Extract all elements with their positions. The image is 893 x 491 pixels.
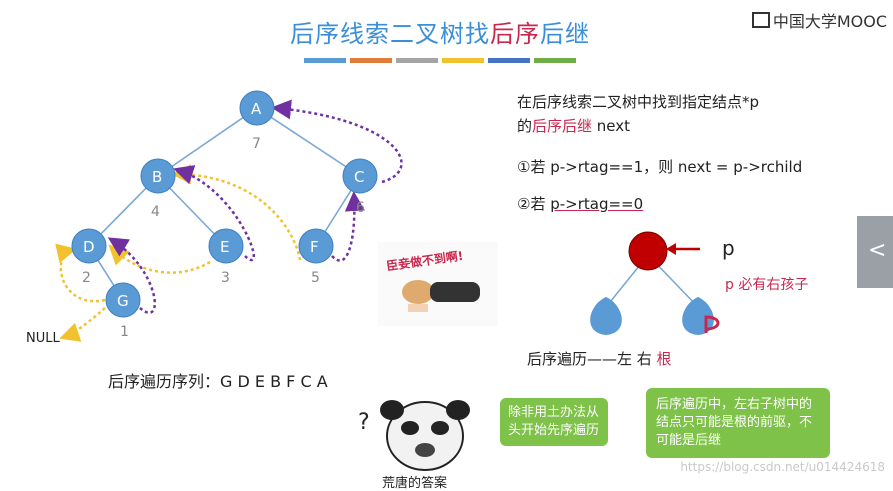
mooc-logo: 中国大学MOOC (751, 8, 887, 32)
sticker-hand (408, 304, 428, 312)
thread-c-a (271, 99, 403, 184)
title-highlight: 后序 (490, 20, 540, 48)
threaded-tree-diagram: A B C D E F G 7 4 6 2 3 5 1 NULL (26, 90, 403, 346)
panda-caption: 荒唐的答案 (382, 476, 448, 491)
panda-head (386, 401, 464, 471)
must-have-right-child: p 必有右孩子 (725, 277, 809, 293)
node-b-label: B (152, 168, 162, 186)
pointer-arrow-head (666, 243, 676, 255)
watermark: https://blog.csdn.net/u014424618 (680, 460, 885, 474)
sticker-hair (402, 280, 434, 304)
description-line2: 的后序后继 next (517, 117, 631, 135)
mooc-logo-icon (751, 12, 770, 28)
stripe-5 (488, 58, 530, 63)
thread-g-pred (59, 307, 106, 342)
page-title: 后序线索二叉树找后序后继 (290, 20, 590, 48)
node-c-index: 6 (356, 200, 365, 216)
stripe-3 (396, 58, 438, 63)
stripe-1 (304, 58, 346, 63)
pred-threads (55, 164, 302, 342)
handwritten-p-mark (704, 315, 720, 333)
left-subtree (590, 297, 622, 335)
thread-e-b (173, 165, 255, 262)
panda-mouth (415, 443, 435, 457)
node-c (342, 158, 378, 194)
case-2-condition: p->rtag==0 (550, 195, 644, 213)
speech-bubble-right: 后序遍历中，左右子树中的结点只可能是根的前驱，不可能是后继 (646, 388, 830, 458)
postorder-rule-root: 根 (656, 350, 672, 368)
description: 在后序线索二叉树中找到指定结点*p 的后序后继 next (517, 90, 759, 138)
succ-threads (107, 99, 403, 314)
edge-a-b (157, 107, 258, 177)
node-f-index: 5 (311, 270, 320, 286)
thread-g-d (107, 237, 157, 314)
question-mark: ? (358, 410, 370, 435)
panda-eye-left (401, 421, 419, 435)
prev-slide-tab[interactable]: < (857, 216, 893, 288)
sticker-body (430, 282, 480, 302)
node-g-index: 1 (120, 324, 129, 340)
postorder-rule: 后序遍历——左 右 根 (527, 350, 672, 368)
pointer-p-label: p (722, 236, 735, 260)
node-d-index: 2 (82, 270, 91, 286)
node-f-label: F (310, 238, 319, 256)
node-b (140, 158, 176, 194)
postorder-successor-term: 后序后继 (532, 117, 593, 135)
case-2: ②若 p->rtag==0 (517, 195, 644, 213)
panda-ear-left (380, 400, 404, 420)
node-e-index: 3 (221, 270, 230, 286)
stripe-4 (442, 58, 484, 63)
node-g-label: G (117, 292, 129, 310)
subtree-diagram (590, 231, 720, 335)
thread-f-b (171, 164, 302, 261)
panda-eye-right (431, 421, 449, 435)
tree-nodes (71, 90, 378, 318)
thread-g-null (55, 243, 106, 303)
node-g (105, 282, 141, 318)
case-1: ①若 p->rtag==1，则 next = p->rchild (517, 158, 803, 176)
node-a-label: A (251, 100, 262, 118)
node-e-label: E (220, 238, 229, 256)
null-label: NULL (26, 331, 60, 346)
node-d-label: D (83, 238, 95, 256)
node-c-label: C (354, 168, 364, 186)
node-p (628, 231, 668, 271)
description-line1: 在后序线索二叉树中找到指定结点*p (517, 93, 760, 111)
thread-f-c (331, 191, 365, 262)
node-f (298, 228, 334, 264)
speech-bubble-left: 除非用土办法从头开始先序遍历 (500, 398, 608, 446)
panda-ear-right (446, 400, 470, 420)
node-b-index: 4 (151, 204, 160, 220)
node-a-index: 7 (252, 136, 261, 152)
sticker-image (378, 242, 498, 326)
panda-meme-image (380, 400, 470, 471)
stripe-6 (534, 58, 576, 63)
node-e (208, 228, 244, 264)
node-d (71, 228, 107, 264)
chevron-left-icon: < (868, 238, 887, 263)
thread-e-d (108, 244, 211, 274)
edge-a-c (256, 107, 361, 177)
stripe-2 (350, 58, 392, 63)
postorder-sequence: 后序遍历序列：G D E B F C A (108, 372, 328, 391)
node-a (239, 90, 275, 126)
